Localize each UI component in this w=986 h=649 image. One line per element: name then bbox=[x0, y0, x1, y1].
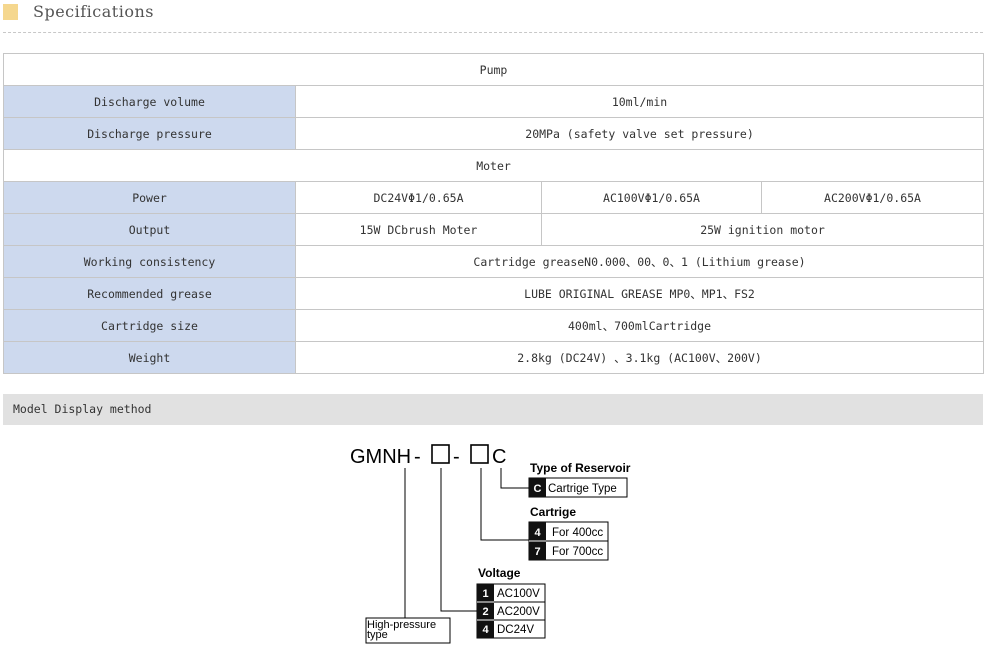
header-square-icon bbox=[3, 4, 18, 20]
voltage-title: Voltage bbox=[478, 566, 521, 580]
section-heading-moter: Moter bbox=[2, 149, 985, 182]
specifications-table: Pump Discharge volume 10ml/min Discharge… bbox=[2, 53, 985, 374]
model-dash: - bbox=[453, 446, 460, 468]
code-digit: 2 bbox=[482, 606, 488, 618]
model-code-diagram: GMNH - - C Type of Reservoir C Cartrige … bbox=[350, 444, 631, 644]
table-row-power: Power DC24VΦ1/0.65A AC100VΦ1/0.65A AC200… bbox=[3, 181, 985, 214]
row-value: 15W DCbrush Moter bbox=[295, 213, 542, 246]
reservoir-connector bbox=[500, 468, 529, 489]
option-text: DC24V bbox=[497, 624, 534, 636]
row-value: DC24VΦ1/0.65A bbox=[295, 181, 542, 214]
cartrige-code-box bbox=[470, 444, 489, 464]
code-letter: C bbox=[534, 483, 542, 495]
row-label: Weight bbox=[3, 341, 296, 374]
code-digit: 7 bbox=[534, 546, 540, 558]
voltage-code-box bbox=[431, 444, 450, 464]
row-label: Discharge pressure bbox=[3, 117, 296, 150]
specifications-header: Specifications bbox=[0, 0, 986, 34]
type-note: High-pressure type bbox=[367, 619, 437, 641]
row-label: Working consistency bbox=[3, 245, 296, 278]
dashed-divider bbox=[3, 32, 983, 33]
row-label: Cartridge size bbox=[3, 309, 296, 342]
row-value: 25W ignition motor bbox=[540, 213, 985, 246]
row-label: Power bbox=[3, 181, 296, 214]
table-row-working-consistency: Working consistency Cartridge greaseN0.0… bbox=[3, 245, 985, 278]
reservoir-title: Type of Reservoir bbox=[530, 461, 631, 475]
row-label: Discharge volume bbox=[3, 85, 296, 118]
type-note-box bbox=[365, 617, 451, 644]
code-badge bbox=[529, 478, 546, 497]
option-text: For 700cc bbox=[552, 546, 603, 558]
table-row-discharge-volume: Discharge volume 10ml/min bbox=[3, 85, 985, 118]
row-value: 10ml/min bbox=[294, 85, 985, 118]
row-value: Cartridge greaseN0.000、00、0、1 (Lithium g… bbox=[294, 245, 985, 278]
section-heading-pump: Pump bbox=[2, 53, 985, 86]
row-value: LUBE ORIGINAL GREASE MP0、MP1、FS2 bbox=[294, 277, 985, 310]
row-label: Output bbox=[3, 213, 296, 246]
code-digit: 4 bbox=[482, 624, 489, 636]
row-value: AC100VΦ1/0.65A bbox=[541, 181, 762, 214]
row-value: 2.8kg (DC24V) 、3.1kg (AC100V、200V) bbox=[294, 341, 985, 374]
table-row-moter: Moter bbox=[2, 149, 985, 182]
table-row-recommended-grease: Recommended grease LUBE ORIGINAL GREASE … bbox=[3, 277, 985, 310]
option-text: Cartrige Type bbox=[548, 483, 617, 495]
option-text: AC100V bbox=[497, 588, 540, 600]
cartrige-connector bbox=[480, 468, 529, 541]
table-row-weight: Weight 2.8kg (DC24V) 、3.1kg (AC100V、200V… bbox=[3, 341, 985, 374]
model-dash: - bbox=[414, 446, 421, 468]
row-value: 20MPa (safety valve set pressure) bbox=[294, 117, 985, 150]
cartrige-title: Cartrige bbox=[530, 505, 576, 519]
row-value: 400ml、700mlCartridge bbox=[294, 309, 985, 342]
code-badge bbox=[477, 584, 494, 638]
row-value: AC200VΦ1/0.65A bbox=[760, 181, 985, 214]
table-row-pump: Pump bbox=[2, 53, 985, 86]
table-row-cartridge-size: Cartridge size 400ml、700mlCartridge bbox=[3, 309, 985, 342]
code-digit: 4 bbox=[534, 527, 541, 539]
page-title: Specifications bbox=[33, 2, 154, 21]
table-row-output: Output 15W DCbrush Moter 25W ignition mo… bbox=[3, 213, 985, 246]
model-display-section-bar: Model Display method bbox=[3, 394, 983, 425]
option-text: AC200V bbox=[497, 606, 540, 618]
row-label: Recommended grease bbox=[3, 277, 296, 310]
model-suffix: C bbox=[492, 446, 506, 468]
option-text: For 400cc bbox=[552, 527, 603, 539]
voltage-connector bbox=[440, 468, 477, 612]
model-prefix: GMNH bbox=[350, 446, 411, 468]
code-digit: 1 bbox=[482, 588, 488, 600]
model-display-title: Model Display method bbox=[13, 402, 152, 416]
table-row-discharge-pressure: Discharge pressure 20MPa (safety valve s… bbox=[3, 117, 985, 150]
